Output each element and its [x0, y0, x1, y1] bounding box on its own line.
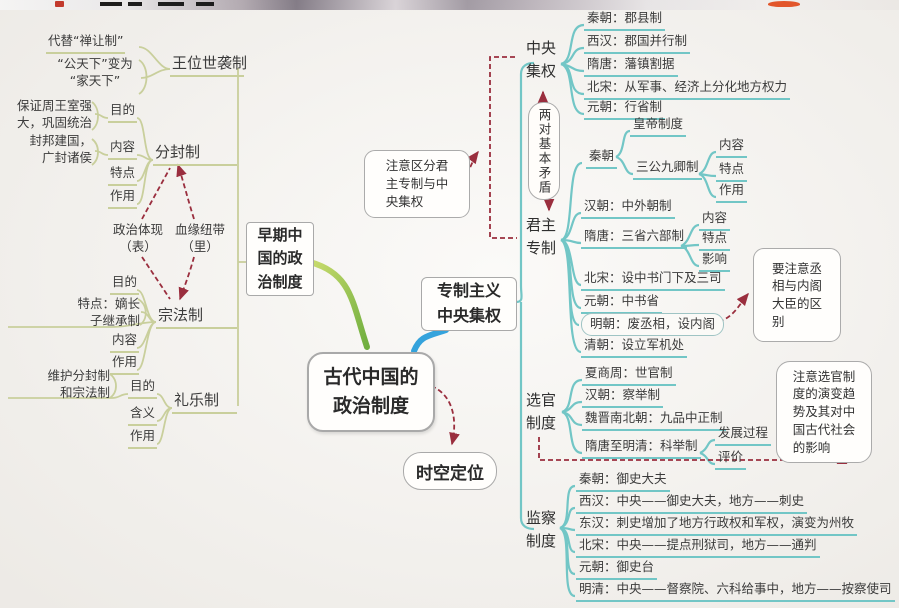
leaf-jz-sg-tedian: 特点	[716, 161, 748, 182]
leaf-jc-mingqing: 明清：中央——督察院、六科给事中，地方——按察使司	[576, 581, 895, 602]
leaf-jz-sangong: 三公九卿制	[633, 159, 702, 180]
leaf-jz-hanchao: 汉朝：中外朝制	[581, 198, 675, 219]
node-junzhu-zhuanzhi: 君主 专制	[525, 216, 556, 257]
leaf-jz-suitang: 隋唐：三省六部制	[581, 228, 688, 249]
node-baozheng: 保证周王室强 大，巩固统治	[16, 98, 92, 130]
node-wangwei-shixizhi: 王位世袭制	[170, 53, 247, 78]
leaf-zy-beisong: 北宋：从军事、经济上分化地方权力	[584, 79, 791, 100]
node-zhengzhi-tixian: 政治体现 （表）	[112, 222, 163, 254]
note-chengxiang-neige: 要注意丞 相与内阁 大臣的区 别	[753, 248, 841, 342]
leaf-jz-beisong: 北宋：设中书门下及三司	[581, 270, 725, 291]
leaf-jz-st-neirong: 内容	[699, 210, 731, 231]
node-fenfengzhi: 分封制	[153, 142, 237, 167]
node-liangdui-maodun: 两对基本矛盾	[528, 102, 560, 200]
leaf-jc-beisong: 北宋：中央——提点刑狱司，地方——通判	[576, 537, 820, 558]
note-distinguish-junzhu-zhongyang: 注意区分君 主专制与中 央集权	[364, 150, 470, 218]
leaf-jz-st-yingxiang: 影响	[699, 251, 731, 272]
leaf-jc-qin: 秦朝：御史大夫	[576, 471, 670, 492]
leaf-xg-fazhan: 发展过程	[715, 425, 772, 446]
top-dash-2	[128, 2, 142, 6]
node-fenfeng-neirong: 内容	[108, 139, 138, 160]
leaf-jz-sg-neirong: 内容	[716, 137, 748, 158]
node-root-ancient-china-politics: 古代中国的 政治制度	[307, 352, 435, 432]
leaf-jc-yuan: 元朝：御史台	[576, 559, 658, 580]
node-xuanguan-zhidu: 选官 制度	[525, 391, 556, 432]
node-zongfa-mudi: 目的	[110, 274, 140, 295]
liangdui-text: 两对基本矛盾	[536, 107, 552, 195]
leaf-zy-qin: 秦朝：郡县制	[584, 10, 666, 31]
node-liyue-mudi: 目的	[128, 378, 158, 399]
leaf-jz-yuanchao: 元朝：中书省	[581, 293, 663, 314]
leaf-jz-sg-zuoyong: 作用	[716, 182, 748, 203]
node-liyuezhi: 礼乐制	[172, 390, 237, 415]
curve-center-to-zhuanzhi	[411, 327, 449, 354]
leaf-jc-xihan: 西汉：中央——御史大夫，地方——刺史	[576, 493, 808, 514]
node-daiti-chanrang: 代替“禅让制”	[46, 33, 126, 54]
node-zongfa-zuoyong: 作用	[110, 354, 140, 375]
top-dash-3	[158, 2, 184, 6]
node-gongtianxia: “公天下”变为 “家天下”	[57, 56, 133, 88]
leaf-jz-st-tedian: 特点	[699, 230, 731, 251]
node-zongfazhi: 宗法制	[156, 305, 237, 330]
leaf-xg-weijin: 魏晋南北朝：九品中正制	[582, 410, 726, 431]
node-weihu: 维护分封制 和宗法制	[47, 368, 110, 400]
leaf-xg-xiashangzhou: 夏商周：世官制	[582, 365, 676, 386]
node-fenfeng-zuoyong: 作用	[108, 188, 138, 209]
leaf-jz-huangdi: 皇帝制度	[630, 116, 687, 137]
node-shikong-dingwei: 时空定位	[403, 452, 497, 490]
leaf-zy-xihan: 西汉：郡国并行制	[584, 33, 691, 54]
node-fenfeng-tedian: 特点	[108, 165, 138, 186]
node-zongfa-neirong: 内容	[110, 332, 140, 353]
top-red-mark	[55, 1, 64, 7]
leaf-jz-qingchao: 清朝：设立军机处	[581, 337, 688, 358]
leaf-zy-suitang: 隋唐：藩镇割据	[584, 56, 678, 77]
node-liyue-zuoyong: 作用	[128, 428, 158, 449]
node-xueyuan-niudai: 血缘纽带 （里）	[174, 222, 225, 254]
top-dash-1	[100, 2, 122, 6]
note-xuanguan-evolution: 注意选官制 度的演变趋 势及其对中 国古代社会 的影响	[776, 361, 872, 463]
node-fenfeng-mudi: 目的	[108, 102, 138, 123]
node-zhongyang-jiquan: 中央 集权	[525, 39, 556, 80]
node-liyue-hanyi: 含义	[128, 405, 158, 426]
curve-center-to-early	[307, 259, 370, 350]
leaf-jz-mingchao: 明朝：废丞相，设内阁	[581, 313, 725, 336]
node-zhuanzhi-zhuyi: 专制主义 中央集权	[421, 277, 517, 331]
top-dash-4	[196, 2, 214, 6]
leaf-jc-donghan: 东汉：刺史增加了地方行政权和军权，演变为州牧	[576, 515, 858, 536]
leaf-jz-qinchao: 秦朝	[586, 148, 618, 169]
node-jiancha-zhidu: 监察 制度	[525, 509, 556, 550]
node-zongfa-tedian: 特点：嫡长 子继承制	[77, 296, 140, 328]
top-orange-mark	[768, 1, 800, 7]
leaf-xg-keju: 隋唐至明清：科举制	[582, 438, 701, 459]
node-early-china-politics: 早期中 国的政 治制度	[246, 222, 314, 296]
leaf-xg-hanchao: 汉朝：察举制	[582, 387, 664, 408]
leaf-xg-pingjia: 评价	[715, 449, 747, 470]
node-fengbang: 封邦建国， 广封诸侯	[29, 133, 92, 165]
